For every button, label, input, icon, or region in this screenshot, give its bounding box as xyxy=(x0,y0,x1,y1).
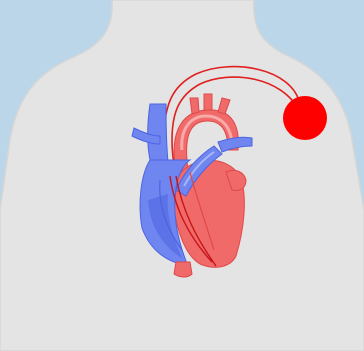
superior-vena-cava xyxy=(148,104,168,162)
inferior-vena-cava xyxy=(174,262,192,277)
arch-branch-2 xyxy=(204,94,212,110)
arch-branch-1 xyxy=(190,98,199,114)
pacemaker-device xyxy=(283,96,327,140)
